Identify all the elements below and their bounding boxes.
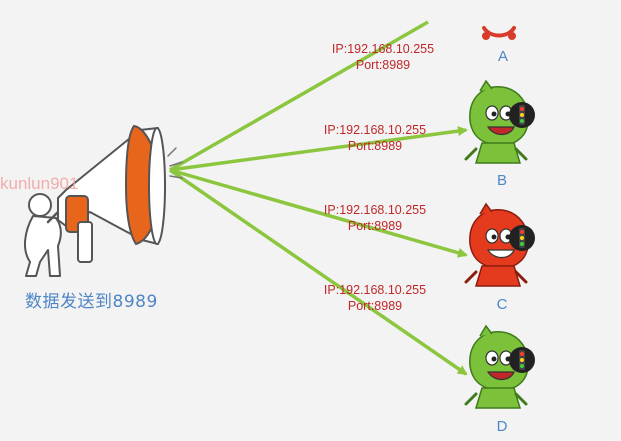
sender-caption: 数据发送到8989: [25, 292, 158, 312]
receiver-b-letter: B: [496, 172, 507, 189]
watermark-text: kunlun901: [0, 174, 79, 193]
receiver-a-address: IP:192.168.10.255 Port:8989: [308, 41, 458, 73]
receiver-d-letter: D: [496, 418, 508, 435]
receiver-a-letter: A: [497, 48, 508, 65]
receiver-c-ip: IP:192.168.10.255: [323, 203, 427, 217]
receiver-d-address: IP:192.168.10.255 Port:8989: [300, 282, 450, 314]
receiver-c-address: IP:192.168.10.255 Port:8989: [300, 202, 450, 234]
receiver-c-letter: C: [496, 296, 508, 313]
receiver-b-address: IP:192.168.10.255 Port:8989: [300, 122, 450, 154]
receiver-d-port: Port:8989: [347, 299, 403, 313]
receiver-b-icon: [464, 79, 535, 164]
receiver-b-ip: IP:192.168.10.255: [323, 123, 427, 137]
receiver-d-icon: [464, 324, 535, 409]
arrow-to-b: [169, 126, 468, 172]
receiver-d-ip: IP:192.168.10.255: [323, 283, 427, 297]
megaphone-person-icon: [24, 124, 183, 277]
arrow-to-c: [169, 168, 468, 258]
arrow-to-d: [169, 168, 468, 376]
receiver-a-port: Port:8989: [355, 58, 411, 72]
receiver-b-port: Port:8989: [347, 139, 403, 153]
receiver-c-icon: [464, 202, 535, 287]
arrow-to-a: [169, 20, 429, 172]
receiver-a-icon: [482, 26, 516, 40]
receiver-a-ip: IP:192.168.10.255: [331, 42, 435, 56]
receiver-c-port: Port:8989: [347, 219, 403, 233]
